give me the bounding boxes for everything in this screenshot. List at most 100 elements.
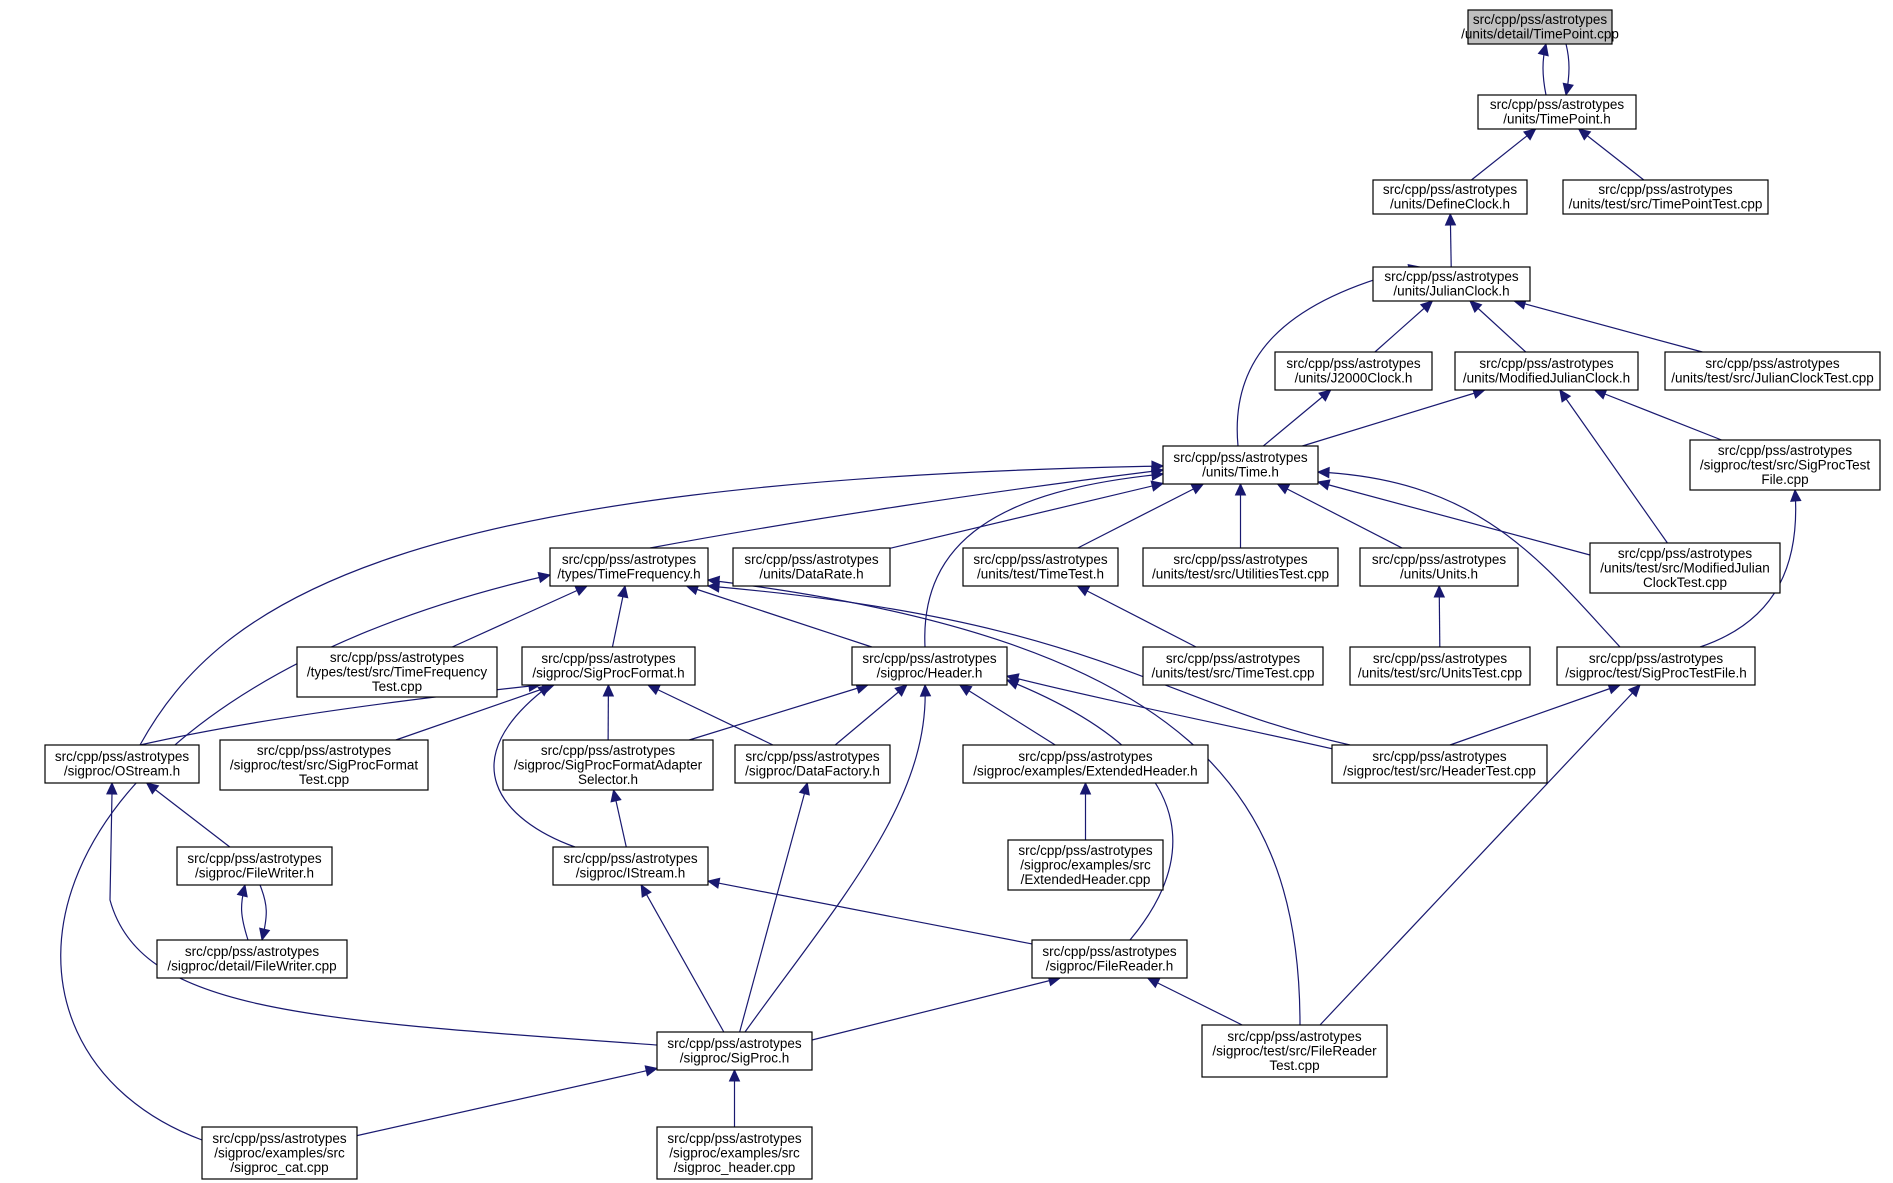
node-label-line: /sigproc/examples/src <box>214 1145 345 1160</box>
node-label-line: /sigproc/test/src/SigProcTest <box>1700 457 1871 472</box>
node-header-h[interactable]: src/cpp/pss/astrotypes/sigproc/Header.h <box>851 646 1008 686</box>
node-sigproc-header-cpp[interactable]: src/cpp/pss/astrotypes/sigproc/examples/… <box>656 1126 813 1180</box>
node-label-line: src/cpp/pss/astrotypes <box>55 749 190 764</box>
node-label-line: /sigproc/examples/src <box>669 1145 800 1160</box>
node-box <box>1589 542 1781 594</box>
node-label-line: ClockTest.cpp <box>1643 575 1727 590</box>
node-datafactory-h[interactable]: src/cpp/pss/astrotypes/sigproc/DataFacto… <box>734 744 891 784</box>
node-modifiedjulianclocktest-cpp[interactable]: src/cpp/pss/astrotypes/units/test/src/Mo… <box>1589 542 1781 594</box>
node-datarate-h[interactable]: src/cpp/pss/astrotypes/units/DataRate.h <box>732 547 891 587</box>
node-label-line: src/cpp/pss/astrotypes <box>212 1131 347 1146</box>
node-sigproc-cat-cpp[interactable]: src/cpp/pss/astrotypes/sigproc/examples/… <box>201 1126 358 1180</box>
node-adapterselector-h[interactable]: src/cpp/pss/astrotypes/sigproc/SigProcFo… <box>502 739 714 791</box>
arrowhead-sigproc_h-to-datafactory_h <box>798 781 810 796</box>
edge-sigproc_h-to-filereader_h <box>811 977 1061 1041</box>
node-box <box>1359 547 1519 587</box>
node-istream-h[interactable]: src/cpp/pss/astrotypes/sigproc/IStream.h <box>552 846 709 886</box>
node-label-line: src/cpp/pss/astrotypes <box>745 749 880 764</box>
node-timepoint-h[interactable]: src/cpp/pss/astrotypes/units/TimePoint.h <box>1477 94 1637 130</box>
node-label-line: src/cpp/pss/astrotypes <box>330 650 465 665</box>
node-label-line: /units/test/src/TimeTest.cpp <box>1151 666 1314 681</box>
node-box <box>1562 179 1769 215</box>
node-modifiedjulianclock-h[interactable]: src/cpp/pss/astrotypes/units/ModifiedJul… <box>1454 351 1639 391</box>
node-label-line: src/cpp/pss/astrotypes <box>862 651 997 666</box>
edge-time_h-to-julianclock_h <box>1236 266 1421 447</box>
node-box <box>1372 266 1531 302</box>
node-sigprocformat-h[interactable]: src/cpp/pss/astrotypes/sigproc/SigProcFo… <box>521 646 696 686</box>
edge-julianclocktest_cpp-to-julianclock_h <box>1514 300 1703 353</box>
edge-sigproc_h-to-datafactory_h <box>739 782 808 1033</box>
arrowhead-extendedheader_h-to-header_h <box>958 684 973 697</box>
node-label-line: src/cpp/pss/astrotypes <box>1372 552 1507 567</box>
node-time-h[interactable]: src/cpp/pss/astrotypes/units/Time.h <box>1162 445 1319 485</box>
node-label-line: src/cpp/pss/astrotypes <box>1227 1029 1362 1044</box>
node-sigprocformattest-cpp[interactable]: src/cpp/pss/astrotypes/sigproc/test/src/… <box>219 739 429 791</box>
node-label-line: /sigproc/detail/FileWriter.cpp <box>167 959 336 974</box>
node-timefrequencytest-cpp[interactable]: src/cpp/pss/astrotypes/types/test/src/Ti… <box>296 646 498 698</box>
edge-header_h-to-timefrequency_h <box>686 585 873 648</box>
node-ostream-h[interactable]: src/cpp/pss/astrotypes/sigproc/OStream.h <box>44 744 200 784</box>
edge-units_h-to-time_h <box>1277 483 1403 549</box>
node-label-line: /units/DefineClock.h <box>1390 197 1510 212</box>
node-box <box>1142 646 1324 686</box>
node-label-line: /units/test/src/ModifiedJulian <box>1600 560 1770 575</box>
node-label-line: /sigproc/FileWriter.h <box>195 866 314 881</box>
node-box <box>521 646 696 686</box>
node-box <box>1556 646 1756 686</box>
node-label-line: /units/test/src/UnitsTest.cpp <box>1358 666 1522 681</box>
arrowhead-filewriter_cpp-to-filewriter_h <box>236 883 248 898</box>
node-j2000clock-h[interactable]: src/cpp/pss/astrotypes/units/J2000Clock.… <box>1274 351 1433 391</box>
node-label-line: src/cpp/pss/astrotypes <box>1383 182 1518 197</box>
arrowhead-istream_h-to-sigprocformat_h <box>537 684 551 697</box>
node-timetest-cpp[interactable]: src/cpp/pss/astrotypes/units/test/src/Ti… <box>1142 646 1324 686</box>
node-timetest-h[interactable]: src/cpp/pss/astrotypes/units/test/TimeTe… <box>962 547 1119 587</box>
node-label-line: /units/DataRate.h <box>759 567 863 582</box>
edge-modifiedjulianclocktest_cpp-to-time_h <box>1317 481 1591 556</box>
node-box <box>176 846 333 886</box>
node-headertest-cpp[interactable]: src/cpp/pss/astrotypes/sigproc/test/src/… <box>1331 744 1548 784</box>
edge-modifiedjulianclocktest_cpp-to-modifiedjulianclock_h <box>1559 389 1668 544</box>
node-box <box>1007 839 1164 891</box>
nodes-layer: src/cpp/pss/astrotypes/units/detail/Time… <box>44 9 1881 1180</box>
node-box <box>1031 939 1188 979</box>
edge-sigproc_h-to-ostream_h <box>109 792 658 1046</box>
node-box <box>656 1126 813 1180</box>
node-filereader-h[interactable]: src/cpp/pss/astrotypes/sigproc/FileReade… <box>1031 939 1188 979</box>
edge-datafactory_h-to-header_h <box>834 684 908 746</box>
arrowhead-filereadertest_cpp-to-sigproctestfile_h <box>1627 684 1641 698</box>
node-julianclock-h[interactable]: src/cpp/pss/astrotypes/units/JulianClock… <box>1372 266 1531 302</box>
node-unitstest-cpp[interactable]: src/cpp/pss/astrotypes/units/test/src/Un… <box>1349 646 1531 686</box>
edge-headertest_cpp-to-sigproctestfile_h <box>1449 684 1621 746</box>
node-extendedheader-h[interactable]: src/cpp/pss/astrotypes/sigproc/examples/… <box>962 744 1209 784</box>
node-filewriter-cpp[interactable]: src/cpp/pss/astrotypes/sigproc/detail/Fi… <box>156 939 348 979</box>
node-filewriter-h[interactable]: src/cpp/pss/astrotypes/sigproc/FileWrite… <box>176 846 333 886</box>
node-filereadertest-cpp[interactable]: src/cpp/pss/astrotypes/sigproc/test/src/… <box>1201 1024 1388 1078</box>
node-label-line: /sigproc/FileReader.h <box>1046 959 1174 974</box>
arrowhead-defineclock_h-to-timepoint_h <box>1523 128 1537 141</box>
node-label-line: src/cpp/pss/astrotypes <box>1490 97 1625 112</box>
node-box <box>1467 9 1613 45</box>
node-units-h[interactable]: src/cpp/pss/astrotypes/units/Units.h <box>1359 547 1519 587</box>
node-box <box>1477 94 1637 130</box>
arrowhead-sigproc_header_cpp-to-sigproc_h <box>728 1068 741 1082</box>
node-julianclocktest-cpp[interactable]: src/cpp/pss/astrotypes/units/test/src/Ju… <box>1664 351 1881 391</box>
edge-datarate_h-to-time_h <box>889 482 1164 549</box>
node-utilitiestest-cpp[interactable]: src/cpp/pss/astrotypes/units/test/src/Ut… <box>1142 547 1339 587</box>
node-box <box>1689 439 1881 491</box>
node-timepointtest-cpp[interactable]: src/cpp/pss/astrotypes/units/test/src/Ti… <box>1562 179 1769 215</box>
node-label-line: /types/test/src/TimeFrequency <box>307 664 488 679</box>
edge-time_h-to-modifiedjulianclock_h <box>1302 389 1485 447</box>
node-defineclock-h[interactable]: src/cpp/pss/astrotypes/units/DefineClock… <box>1372 179 1528 215</box>
edge-timefrequencytest_cpp-to-timefrequency_h <box>451 585 588 648</box>
edge-extendedheader_h-to-header_h <box>959 684 1056 746</box>
node-box <box>1201 1024 1388 1078</box>
arrowhead-header_h-to-time_h <box>1150 469 1165 481</box>
node-sigproc-h[interactable]: src/cpp/pss/astrotypes/sigproc/SigProc.h <box>656 1031 813 1071</box>
node-sigproctestfile-cpp[interactable]: src/cpp/pss/astrotypes/sigproc/test/src/… <box>1689 439 1881 491</box>
node-timefrequency-h[interactable]: src/cpp/pss/astrotypes/types/TimeFrequen… <box>549 547 709 587</box>
node-box <box>1274 351 1433 391</box>
node-box <box>1454 351 1639 391</box>
node-sigproctestfile-h[interactable]: src/cpp/pss/astrotypes/sigproc/test/SigP… <box>1556 646 1756 686</box>
node-extendedheader-cpp[interactable]: src/cpp/pss/astrotypes/sigproc/examples/… <box>1007 839 1164 891</box>
node-label-line: src/cpp/pss/astrotypes <box>562 552 697 567</box>
